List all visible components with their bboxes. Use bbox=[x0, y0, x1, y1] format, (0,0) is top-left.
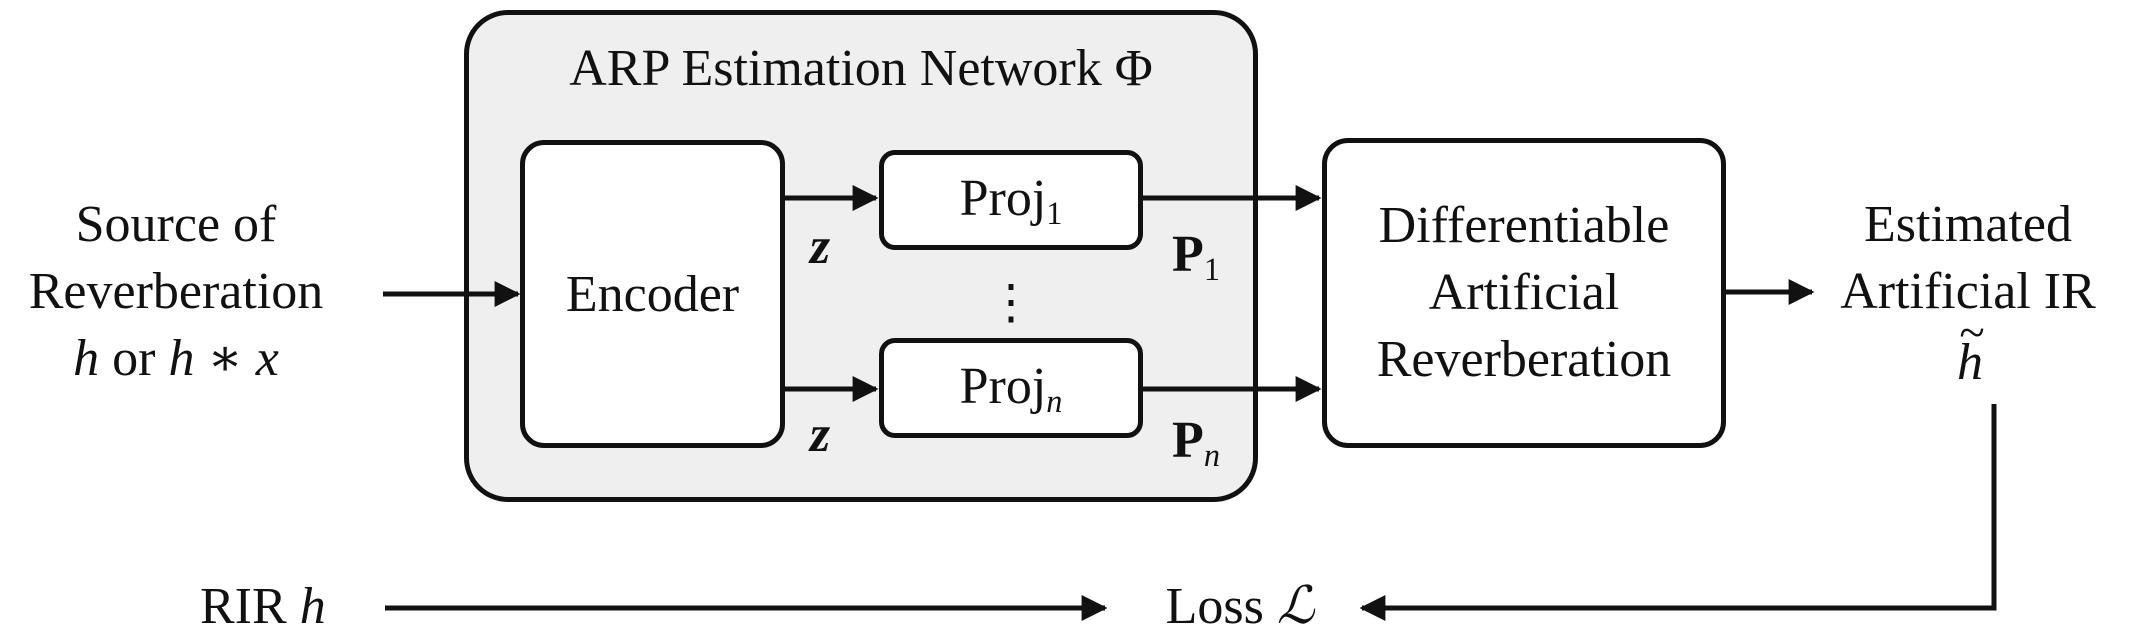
output-symbol: ~h bbox=[1957, 307, 1985, 391]
output-line-1: Estimated bbox=[1864, 196, 2072, 253]
network-title: ARP Estimation Network Φ bbox=[464, 36, 1258, 102]
reverb-line-3: Reverberation bbox=[1376, 331, 1672, 388]
source-line-1: Source of bbox=[75, 196, 277, 253]
param-pn: Pn bbox=[1172, 412, 1220, 474]
phi-symbol: Φ bbox=[1114, 40, 1153, 97]
artificial-reverb-block bbox=[1322, 138, 1726, 448]
latent-z-top: z bbox=[809, 218, 831, 275]
encoder-block bbox=[520, 140, 785, 448]
projection-block-n bbox=[879, 338, 1143, 438]
network-title-text: ARP Estimation Network bbox=[569, 40, 1115, 97]
reverb-line-2: Artificial bbox=[1428, 264, 1620, 321]
encoder-label: Encoder bbox=[565, 266, 740, 323]
projection-label-1: Proj1 bbox=[959, 170, 1063, 232]
source-line-2: Reverberation bbox=[28, 263, 324, 320]
loss-label: Loss ℒ bbox=[1165, 578, 1315, 635]
param-p1: P1 bbox=[1172, 226, 1220, 288]
projection-label-n: Projn bbox=[959, 358, 1063, 420]
reverb-line-1: Differentiable bbox=[1378, 197, 1670, 254]
projection-ellipsis: ⋮ bbox=[987, 276, 1035, 329]
rir-label: RIR h bbox=[200, 578, 326, 635]
arrow-output-to-loss bbox=[1359, 404, 1997, 621]
projection-block-1 bbox=[879, 150, 1143, 250]
source-formula: h or h ∗ x bbox=[73, 330, 279, 387]
output-line-2: Artificial IR bbox=[1840, 263, 2096, 320]
latent-z-bottom: z bbox=[809, 406, 831, 463]
